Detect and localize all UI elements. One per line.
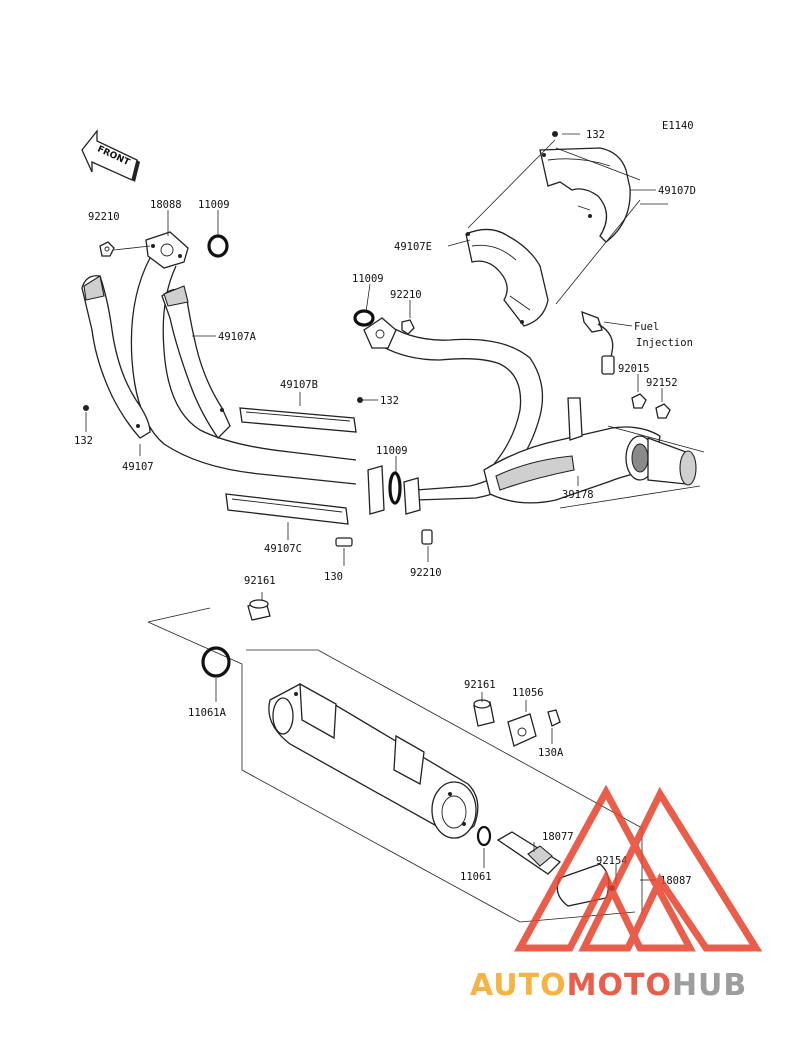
nut-92210-upper: [401, 319, 415, 335]
nut-92015: [631, 393, 647, 409]
spacer-92161-upper: [247, 599, 271, 621]
bolt-130A: [547, 709, 561, 727]
diagram-code: E1140: [662, 120, 694, 132]
nut-92152: [655, 403, 671, 419]
label-132-top: 132: [586, 129, 605, 141]
fuel-injection-line1: Fuel: [634, 321, 659, 333]
automotohub-logo: AUTOMOTOHUB: [470, 784, 763, 1003]
logo-text-part2: MOTO: [567, 968, 672, 1003]
joint-flange-right: [403, 477, 421, 515]
label-92210-b: 92210: [390, 289, 422, 301]
logo-triangle-right: [578, 786, 763, 952]
label-92210-c: 92210: [410, 567, 442, 579]
label-49107E: 49107E: [394, 241, 432, 253]
label-130: 130: [324, 571, 343, 583]
label-11061: 11061: [460, 871, 492, 883]
silencer-body: [268, 682, 479, 839]
logo-text-part3: HUB: [672, 968, 747, 1003]
logo-text-part1: AUTO: [470, 968, 567, 1003]
label-49107A: 49107A: [218, 331, 257, 343]
logo-triangle-left: [514, 784, 696, 952]
label-92161-a: 92161: [244, 575, 276, 587]
label-39178: 39178: [562, 489, 594, 501]
nut-92210-lower: [421, 529, 433, 545]
label-92154: 92154: [596, 855, 628, 867]
label-92210-a: 92210: [88, 211, 120, 223]
heat-shield-49107D: [539, 147, 631, 243]
bracket-11056: [507, 713, 537, 747]
joint-flange-left: [367, 465, 385, 515]
nut-92210-left: [99, 241, 115, 257]
gasket-11061: [476, 825, 492, 847]
bolt-132-left: [83, 405, 89, 411]
label-11056: 11056: [512, 687, 544, 699]
label-49107D: 49107D: [658, 185, 696, 197]
spacer-92161-lower: [473, 699, 495, 727]
label-18077: 18077: [542, 831, 574, 843]
label-11009-c: 11009: [376, 445, 408, 457]
label-49107B: 49107B: [280, 379, 318, 391]
gasket-11009-header: [207, 234, 229, 258]
label-92015: 92015: [618, 363, 650, 375]
header-flange-upper: [363, 317, 397, 349]
logo-text: AUTOMOTOHUB: [470, 968, 747, 1003]
label-49107: 49107: [122, 461, 154, 473]
label-132-mid: 132: [380, 395, 399, 407]
heat-shield-49107B: [239, 407, 357, 433]
tail-pipe-18077: [496, 831, 562, 875]
o2-sensor: [581, 310, 615, 375]
gasket-11009-upper: [353, 309, 375, 327]
bolt-130: [335, 537, 353, 547]
heat-shield-49107A: [161, 285, 231, 440]
label-18087: 18087: [660, 875, 692, 887]
label-11009-a: 11009: [198, 199, 230, 211]
label-11009-b: 11009: [352, 273, 384, 285]
gasket-11061A: [201, 646, 231, 678]
bolt-132-mid: [357, 397, 363, 403]
collector-39178: [483, 397, 697, 504]
label-130A: 130A: [538, 747, 564, 759]
label-11061A: 11061A: [188, 707, 227, 719]
label-132-left: 132: [74, 435, 93, 447]
label-18088: 18088: [150, 199, 182, 211]
front-arrow-icon: FRONT: [81, 129, 140, 182]
gasket-11009-joint: [388, 471, 402, 505]
label-49107C: 49107C: [264, 543, 302, 555]
header-flange-18088: [145, 231, 189, 269]
label-92161-b: 92161: [464, 679, 496, 691]
heat-shield-49107C: [225, 493, 349, 525]
heat-shield-49107: [81, 275, 151, 439]
bolt-132-top: [552, 131, 558, 137]
heat-shield-49107E: [465, 228, 549, 327]
fuel-injection-line2: Injection: [636, 337, 693, 349]
label-92152: 92152: [646, 377, 678, 389]
